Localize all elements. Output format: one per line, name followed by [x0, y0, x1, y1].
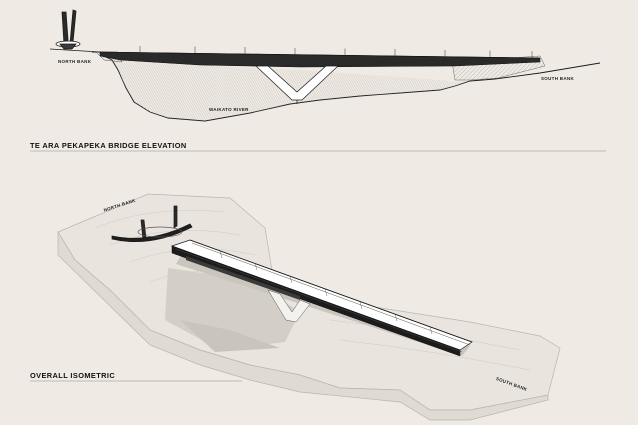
- elevation-lamp-posts: [139, 46, 533, 58]
- isometric-railing-posts: [219, 250, 433, 335]
- isometric-block-front: [57, 230, 549, 421]
- elevation-title: TE ARA PEKAPEKA BRIDGE ELEVATION: [30, 141, 187, 150]
- elevation-north-bank-label: NORTH BANK: [58, 59, 92, 64]
- elevation-deck: [99, 51, 541, 68]
- bridge-elevation: [49, 9, 601, 122]
- isometric-title: OVERALL ISOMETRIC: [30, 371, 116, 380]
- v-pier: [255, 65, 339, 101]
- isometric-v-pier: [267, 289, 311, 323]
- elevation-river-label: WAIKATO RIVER: [209, 107, 249, 112]
- isometric-pou-sculpture: [111, 205, 193, 243]
- elevation-south-bank-label: SOUTH BANK: [541, 76, 574, 81]
- pou-sculpture: [55, 9, 81, 50]
- elevation-terrain-fill: [100, 52, 495, 121]
- bridge-isometric: [57, 193, 561, 421]
